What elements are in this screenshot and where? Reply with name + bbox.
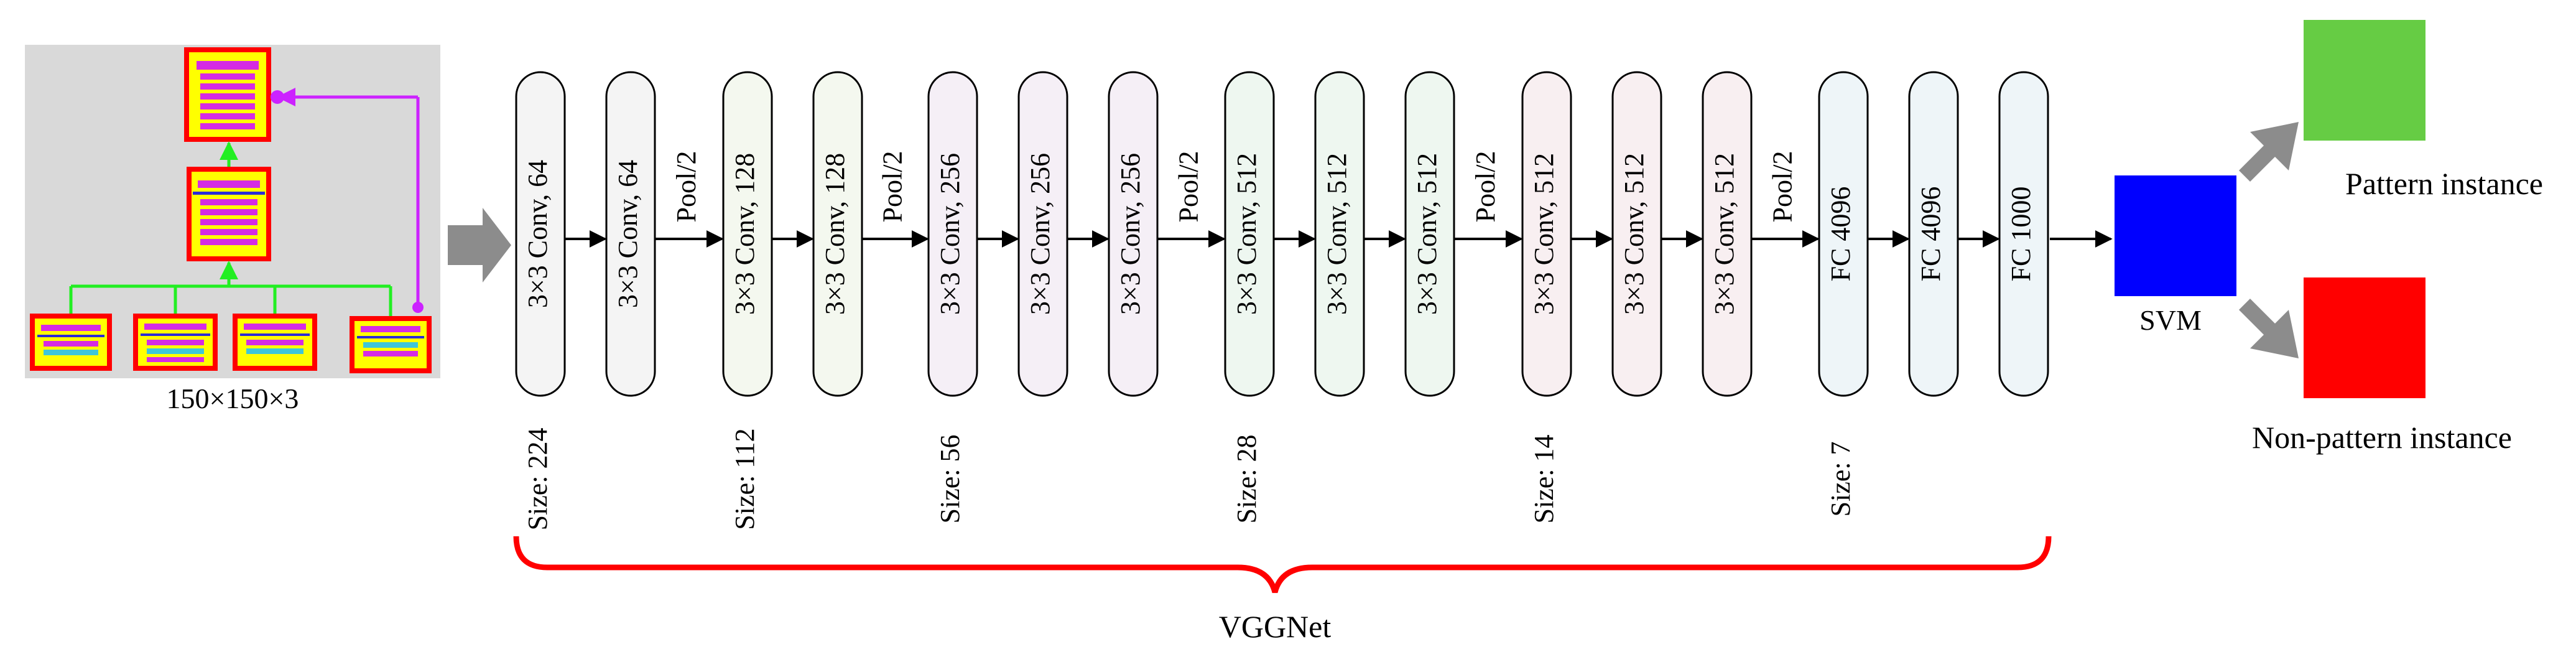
layer-label: 3×3 Conv, 512 [1619, 153, 1649, 315]
layer-15: FC 4096 [1908, 71, 1959, 397]
non-pattern-instance-label: Non-pattern instance [2252, 420, 2512, 455]
layer-label: 3×3 Conv, 128 [730, 153, 760, 315]
layer-box [515, 71, 566, 397]
input-box-top [184, 47, 271, 142]
layer-5: 3×3 Conv, 256 [927, 71, 978, 397]
size-labels: Size: 224 Size: 112 Size: 56 Size: 28 Size: … [522, 428, 1856, 531]
green-links [69, 141, 392, 316]
layer-label: 3×3 Conv, 512 [1412, 153, 1442, 315]
pattern-instance-box [2304, 20, 2425, 141]
layer-label: 3×3 Conv, 128 [820, 153, 850, 315]
layer-label: 3×3 Conv, 256 [935, 153, 965, 315]
layer-4: 3×3 Conv, 128 [812, 71, 863, 397]
layer-9: 3×3 Conv, 512 [1314, 71, 1365, 397]
vgg-layers: 3×3 Conv, 64 3×3 Conv, 64 3×3 Conv, 128 3×3… [515, 71, 2049, 397]
input-box-bottom-1 [30, 314, 112, 371]
input-arrow [448, 208, 511, 282]
layer-label: FC 4096 [1916, 187, 1946, 282]
vggnet-brace [513, 536, 2052, 594]
layer-14: FC 4096 [1818, 71, 1869, 397]
layer-label: 3×3 Conv, 512 [1231, 153, 1262, 315]
layer-label: 3×3 Conv, 256 [1115, 153, 1146, 315]
pattern-instance-label: Pattern instance [2345, 166, 2543, 201]
pool-label: Pool/2 [671, 151, 702, 223]
pattern-arrow [2239, 122, 2299, 182]
size-label: Size: 56 [935, 435, 965, 524]
pool-label: Pool/2 [1470, 151, 1501, 223]
size-label: Size: 224 [522, 428, 553, 531]
layer-2: 3×3 Conv, 64 [605, 71, 656, 397]
pool-label: Pool/2 [1174, 151, 1204, 223]
layer-label: FC 4096 [1825, 187, 1856, 282]
layer-label: 3×3 Conv, 64 [522, 160, 553, 308]
input-box-bottom-2 [133, 314, 218, 371]
layer-label: 3×3 Conv, 64 [613, 160, 643, 308]
layer-11: 3×3 Conv, 512 [1521, 71, 1572, 397]
input-box-middle [187, 167, 271, 261]
layer-label: 3×3 Conv, 256 [1025, 153, 1055, 315]
vggnet-label: VGGNet [1219, 609, 1332, 644]
input-image: 150×150×3 [25, 45, 440, 414]
pool-labels: Pool/2 Pool/2 Pool/2 Pool/2 Pool/2 [671, 151, 1798, 223]
svm-label: SVM [2139, 304, 2202, 336]
layer-label: 3×3 Conv, 512 [1529, 153, 1559, 315]
size-label: Size: 28 [1231, 435, 1262, 524]
pool-label: Pool/2 [1768, 151, 1798, 223]
layer-3: 3×3 Conv, 128 [722, 71, 773, 397]
layer-10: 3×3 Conv, 512 [1404, 71, 1455, 397]
layer-13: 3×3 Conv, 512 [1702, 71, 1753, 397]
layer-7: 3×3 Conv, 256 [1108, 71, 1159, 397]
svm-box [2115, 175, 2236, 296]
pool-label: Pool/2 [878, 151, 908, 223]
layer-label: FC 1000 [2006, 187, 2036, 282]
size-label: Size: 112 [730, 428, 760, 529]
layer-1: 3×3 Conv, 64 [515, 71, 566, 397]
layer-label: 3×3 Conv, 512 [1709, 153, 1740, 315]
purple-link [271, 88, 424, 313]
layer-16: FC 1000 [1998, 71, 2049, 397]
classifier: SVM Pattern instance Non-pattern instanc… [2115, 20, 2543, 455]
layer-8: 3×3 Conv, 512 [1224, 71, 1275, 397]
size-label: Size: 7 [1825, 442, 1856, 517]
input-box-bottom-3 [233, 314, 317, 371]
input-dims-label: 150×150×3 [167, 383, 299, 414]
layer-label: 3×3 Conv, 512 [1322, 153, 1352, 315]
nonpattern-arrow [2239, 299, 2299, 358]
layer-6: 3×3 Conv, 256 [1017, 71, 1068, 397]
size-label: Size: 14 [1529, 435, 1559, 524]
non-pattern-instance-box [2304, 277, 2425, 398]
input-box-bottom-4 [350, 316, 432, 373]
layer-12: 3×3 Conv, 512 [1611, 71, 1662, 397]
